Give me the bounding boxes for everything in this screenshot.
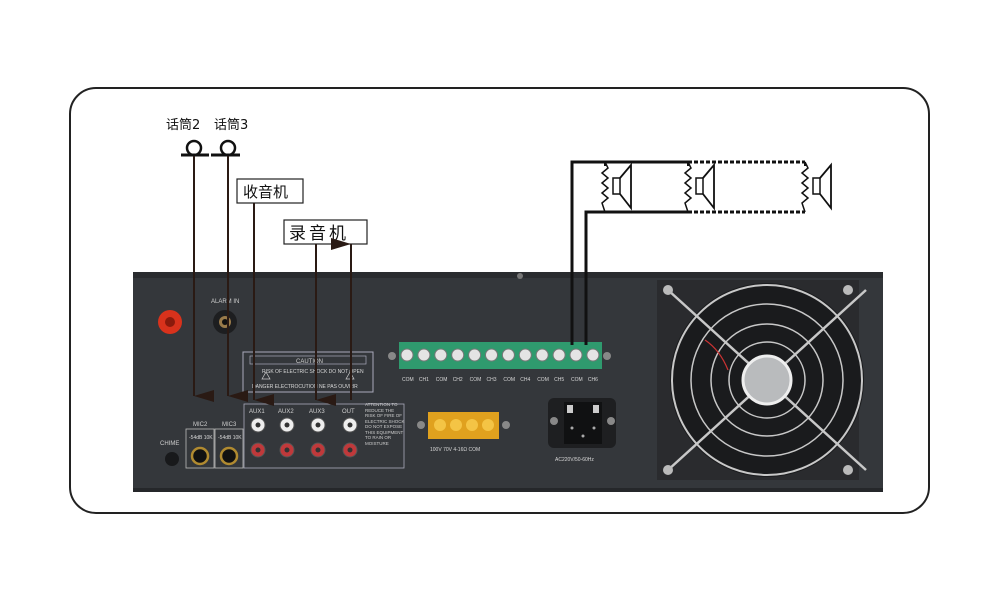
terminal-label: COM	[436, 377, 448, 383]
aux2-rca[interactable]: AUX2	[278, 409, 295, 458]
loudspeaker-icon	[600, 161, 632, 213]
alarm-in-label: ALARM IN	[211, 299, 239, 305]
terminal-screw[interactable]	[586, 348, 600, 362]
mic3-input[interactable]: MIC3 -54dB 10K	[214, 422, 244, 469]
microphone-3: 话筒3	[211, 117, 248, 157]
svg-text:100V 70V 4-16Ω COM: 100V 70V 4-16Ω COM	[430, 447, 480, 453]
terminal-screw[interactable]	[485, 348, 498, 362]
terminal-screw[interactable]	[552, 348, 566, 362]
terminal-screw[interactable]	[569, 348, 583, 362]
mic3-label: 话筒3	[214, 117, 248, 133]
aux3-rca[interactable]: AUX3	[309, 409, 326, 458]
zone-terminal-strip[interactable]: COM CH1 COM CH2 COM CH3 COM CH4 COM CH5 COM CH6	[388, 342, 611, 383]
caution-label: CAUTION RISK OF ELECTRIC SHOCK DO NOT OP…	[242, 351, 374, 393]
power-inlet[interactable]: AC220V/50-60Hz	[548, 398, 616, 463]
speaker-output-terminal[interactable]: 100V 70V 4-16Ω COM	[417, 412, 510, 453]
svg-text:DANGER ELECTROCUTION NE PAS OU: DANGER ELECTROCUTION NE PAS OUVRIR	[252, 384, 358, 390]
svg-text:录音机: 录音机	[289, 224, 349, 244]
svg-text:AUX1: AUX1	[249, 409, 265, 415]
mic2-label: 话筒2	[166, 117, 200, 133]
terminal-label: CH5	[554, 377, 564, 383]
terminal-screw[interactable]	[451, 348, 465, 362]
terminal-label: CH2	[453, 377, 463, 383]
out-rca[interactable]: OUT	[342, 409, 358, 458]
svg-text:AUX3: AUX3	[309, 409, 325, 415]
amplifier-back-panel: ALARM IN CAUTION RISK OF ELECTRIC SHOCK …	[133, 272, 883, 492]
svg-text:AC220V/50-60Hz: AC220V/50-60Hz	[555, 457, 594, 463]
svg-text:RISK OF ELECTRIC SHOCK DO NOT: RISK OF ELECTRIC SHOCK DO NOT OPEN	[262, 369, 364, 375]
loudspeaker-icon	[800, 161, 832, 213]
red-binding-post[interactable]	[158, 310, 182, 334]
terminal-label: CH1	[419, 377, 429, 383]
terminal-screw[interactable]	[417, 348, 431, 362]
terminal-label: CH3	[487, 377, 497, 383]
terminal-label: CH4	[520, 377, 530, 383]
svg-text:-54dB 10K: -54dB 10K	[189, 435, 213, 441]
speaker-line	[570, 160, 805, 345]
svg-text:-54dB 10K: -54dB 10K	[218, 435, 242, 441]
alarm-in-jack[interactable]	[213, 310, 237, 334]
terminal-screw[interactable]	[400, 348, 414, 362]
aux1-rca[interactable]: AUX1	[249, 409, 266, 458]
terminal-screw[interactable]	[468, 348, 482, 362]
terminal-screw[interactable]	[501, 348, 515, 362]
svg-text:OUT: OUT	[342, 409, 355, 415]
mic2-input[interactable]: MIC2 -54dB 10K	[185, 422, 215, 469]
terminal-label: COM	[503, 377, 515, 383]
terminal-label: COM	[402, 377, 414, 383]
svg-text:MIC3: MIC3	[222, 422, 237, 428]
terminal-screw[interactable]	[518, 348, 532, 362]
recorder-box: 录音机	[283, 219, 368, 245]
svg-text:收音机: 收音机	[243, 183, 288, 201]
terminal-label: COM	[470, 377, 482, 383]
attention-label: ATTENTION TO REDUCE THE RISK OF FIRE OF …	[365, 402, 405, 446]
svg-text:AUX2: AUX2	[278, 409, 294, 415]
terminal-screw[interactable]	[434, 348, 448, 362]
chime-jack[interactable]	[165, 452, 179, 466]
terminal-label: COM	[537, 377, 549, 383]
svg-text:CAUTION: CAUTION	[296, 359, 323, 365]
loudspeaker-icon	[683, 161, 715, 213]
terminal-label: CH6	[588, 377, 598, 383]
signal-wires	[193, 156, 352, 406]
cooling-fan	[657, 280, 867, 480]
microphone-2: 话筒2	[166, 117, 209, 157]
terminal-label: COM	[571, 377, 583, 383]
terminal-screw[interactable]	[535, 348, 549, 362]
chime-label: CHIME	[160, 441, 179, 447]
radio-box: 收音机	[236, 178, 304, 204]
svg-text:MIC2: MIC2	[193, 422, 208, 428]
